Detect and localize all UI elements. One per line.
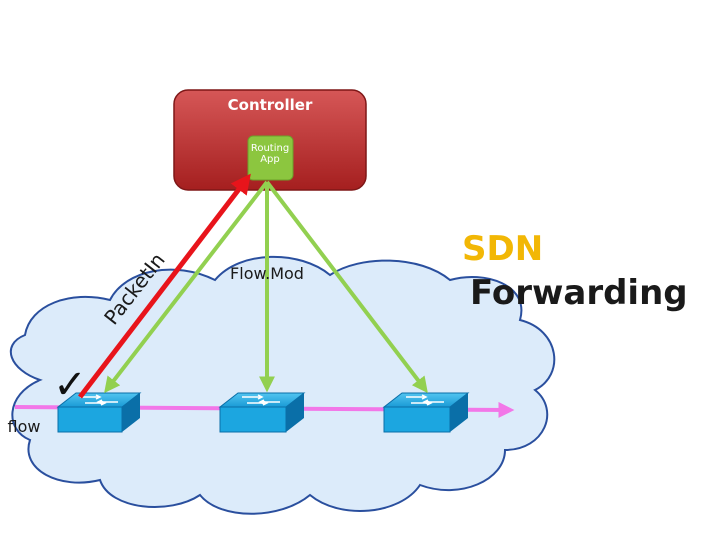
switch-right[interactable] (382, 392, 470, 433)
routing-app-label-line2: App (260, 154, 280, 165)
flow-label: flow (8, 417, 41, 436)
switch-left[interactable] (56, 392, 142, 433)
flow-mod-arrow-left (104, 180, 269, 394)
network-cloud (9, 255, 556, 515)
routing-app-box[interactable]: Routing App (247, 135, 294, 181)
switch-middle[interactable] (218, 392, 306, 433)
packet-in-arrow (78, 173, 251, 399)
title-forwarding: Forwarding (470, 273, 688, 313)
title-sdn: SDN (462, 229, 543, 269)
routing-app-label-line1: Routing (251, 143, 289, 154)
flow-mod-arrow-right (265, 180, 428, 394)
controller-label: Controller (228, 96, 313, 114)
flow-mod-label: Flow.Mod (230, 264, 304, 283)
check-icon: ✓ (53, 362, 87, 408)
